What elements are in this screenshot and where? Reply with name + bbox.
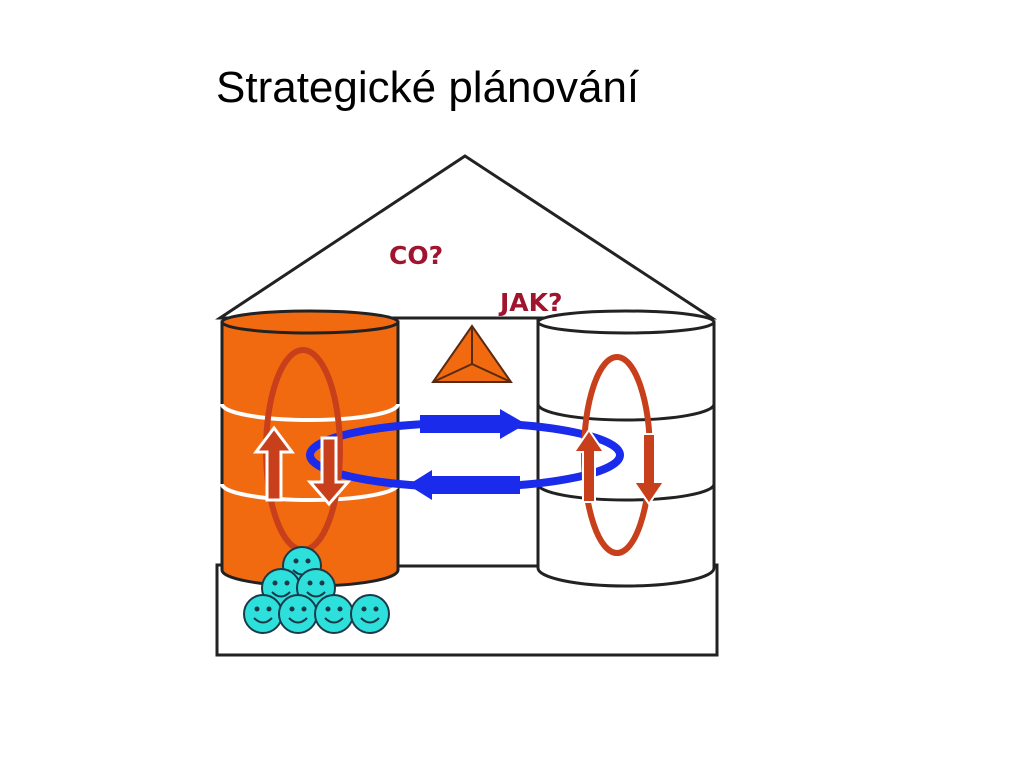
house-roof [215, 154, 718, 320]
smiley-face-icon [350, 594, 390, 634]
left-down-arrow-icon [306, 436, 352, 507]
left-up-arrow-icon [253, 425, 295, 502]
right-pillar-white [536, 309, 716, 588]
right-up-arrow-icon [572, 428, 606, 503]
smiley-face-icon [314, 594, 354, 634]
smiley-face-icon [278, 594, 318, 634]
blue-arrow-left [408, 470, 520, 500]
right-down-arrow-icon [632, 433, 666, 506]
blue-arrow-right [420, 409, 526, 439]
slide-title: Strategické plánování [216, 63, 640, 112]
roof-label-jak: JAK? [498, 288, 563, 317]
pyramid-icon [431, 324, 513, 383]
roof-label-co: CO? [389, 241, 443, 270]
smiley-face-icon [243, 594, 283, 634]
